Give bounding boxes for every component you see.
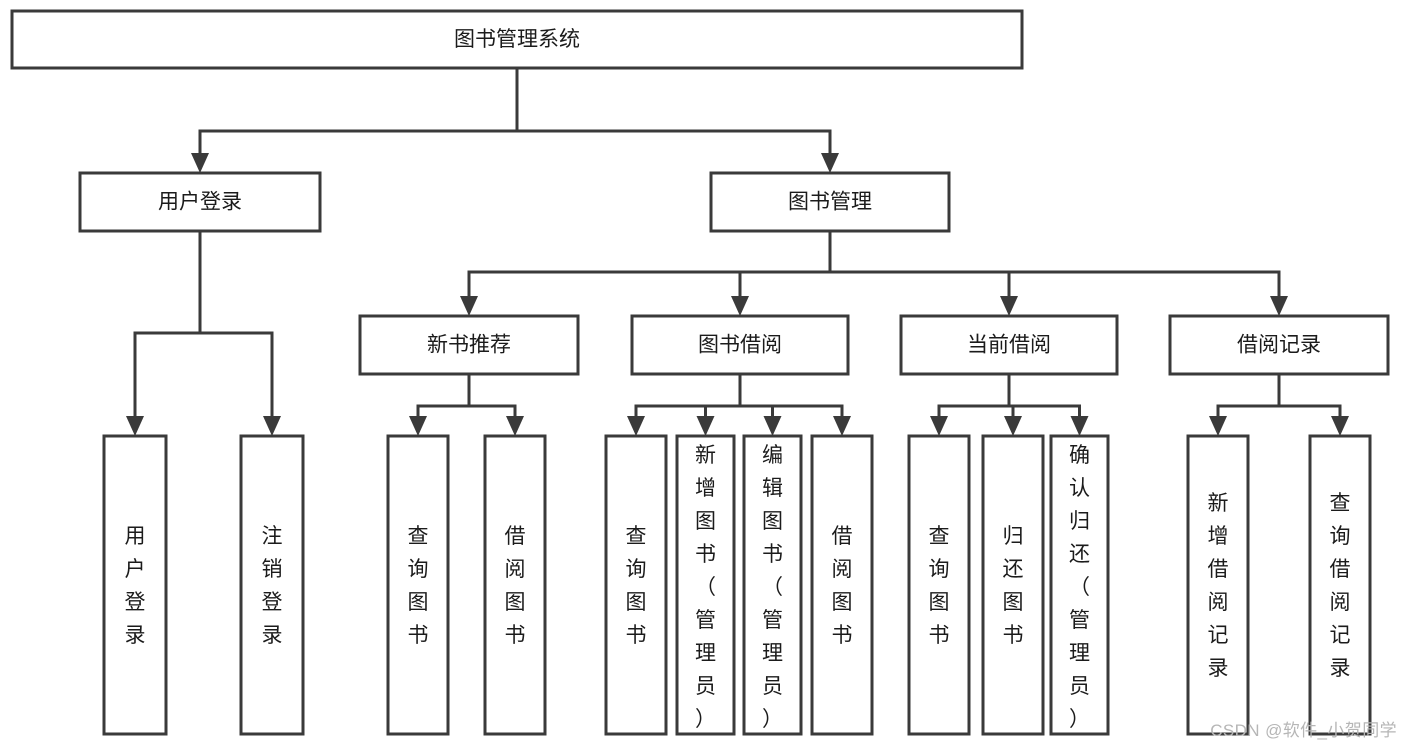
level3-1-branch-arrow-2 xyxy=(763,416,782,436)
node-level2-label: 用户登录 xyxy=(158,191,242,214)
node-leaf-label: 借阅图书 xyxy=(832,525,853,647)
node-leaf-7[interactable]: 借阅图书 xyxy=(810,434,874,736)
node-leaf-label: 用户登录 xyxy=(125,525,146,647)
level3-2-branch-arrow-2 xyxy=(1070,416,1089,436)
node-leaf-8[interactable]: 查询图书 xyxy=(907,434,971,736)
node-leaf-label: 归还图书 xyxy=(1003,525,1024,647)
node-leaf-3[interactable]: 借阅图书 xyxy=(483,434,547,736)
node-leaf-box[interactable] xyxy=(483,434,547,736)
node-leaf-9[interactable]: 归还图书 xyxy=(981,434,1045,736)
node-leaf-box[interactable] xyxy=(981,434,1045,736)
watermark-label: CSDN @软件_小贺同学 xyxy=(1210,721,1397,740)
level3-2-branch-arrow-1 xyxy=(1004,416,1022,436)
node-level3-box[interactable] xyxy=(899,314,1119,376)
root-branch-arrow-0 xyxy=(191,153,209,173)
node-leaf-label: 查询图书 xyxy=(408,525,429,647)
node-level3-box[interactable] xyxy=(630,314,850,376)
node-leaf-label: 查询图书 xyxy=(929,525,950,647)
node-level3-label: 新书推荐 xyxy=(427,334,511,357)
node-leaf-box[interactable] xyxy=(810,434,874,736)
node-leaf-11[interactable]: 新增借阅记录 xyxy=(1186,434,1250,736)
node-level3-box[interactable] xyxy=(1168,314,1390,376)
node-leaf-12[interactable]: 查询借阅记录 xyxy=(1308,434,1372,736)
level3-1-branch-arrow-0 xyxy=(627,416,645,436)
node-level3-1[interactable]: 图书借阅 xyxy=(630,314,850,376)
node-level2-box[interactable] xyxy=(78,171,322,233)
book-mgmt-branch-arrow-0 xyxy=(460,296,478,316)
book-mgmt-branch-arrow-2 xyxy=(1000,296,1018,316)
level3-2-branch-arrow-0 xyxy=(930,416,948,436)
level3-0-branch-arrow-1 xyxy=(506,416,524,436)
node-leaf-label: 借阅图书 xyxy=(505,525,526,647)
node-leaf-box[interactable] xyxy=(386,434,450,736)
node-leaf-label: 确认归还（管理员） xyxy=(1069,444,1090,731)
node-root[interactable]: 图书管理系统 xyxy=(10,9,1024,70)
node-leaf-box[interactable] xyxy=(239,434,305,736)
leaf-layer: 用户登录 注销登录 查询图书 借阅图书 查询图书 新增图书（管理员） 编辑图书（管理员） 借阅… xyxy=(102,434,1372,736)
node-level2-box[interactable] xyxy=(709,171,951,233)
node-leaf-box[interactable] xyxy=(742,434,803,736)
level3-3-branch-arrow-1 xyxy=(1331,416,1349,436)
node-leaf-label: 注销登录 xyxy=(262,525,283,647)
node-leaf-box[interactable] xyxy=(675,434,736,736)
level3-1-branch-arrow-3 xyxy=(833,416,851,436)
node-root-label: 图书管理系统 xyxy=(454,28,580,51)
node-leaf-4[interactable]: 查询图书 xyxy=(604,434,668,736)
level3-1-branch-arrow-1 xyxy=(696,416,715,436)
node-level3-box[interactable] xyxy=(358,314,580,376)
level2-layer: 用户登录 图书管理 xyxy=(78,171,951,233)
node-level3-label: 借阅记录 xyxy=(1237,334,1321,357)
node-leaf-label: 新增图书（管理员） xyxy=(695,444,716,731)
node-leaf-box[interactable] xyxy=(907,434,971,736)
node-leaf-box[interactable] xyxy=(604,434,668,736)
user-login-branch-arrow-0 xyxy=(126,416,144,436)
node-leaf-2[interactable]: 查询图书 xyxy=(386,434,450,736)
book-mgmt-branch-arrow-3 xyxy=(1270,296,1288,316)
node-level3-2[interactable]: 当前借阅 xyxy=(899,314,1119,376)
node-level2-1[interactable]: 图书管理 xyxy=(709,171,951,233)
node-leaf-label: 编辑图书（管理员） xyxy=(762,444,783,731)
level3-3-branch-arrow-0 xyxy=(1209,416,1227,436)
node-leaf-box[interactable] xyxy=(1049,434,1110,736)
node-level2-label: 图书管理 xyxy=(788,191,872,214)
node-leaf-box[interactable] xyxy=(1186,434,1250,736)
node-level3-label: 当前借阅 xyxy=(967,334,1051,357)
book-mgmt-branch-arrow-1 xyxy=(731,296,749,316)
node-leaf-label: 新增借阅记录 xyxy=(1208,492,1229,680)
node-leaf-1[interactable]: 注销登录 xyxy=(239,434,305,736)
node-level3-0[interactable]: 新书推荐 xyxy=(358,314,580,376)
level3-layer: 新书推荐 图书借阅 当前借阅 借阅记录 xyxy=(358,314,1390,376)
node-leaf-5[interactable]: 新增图书（管理员） xyxy=(675,434,736,736)
user-login-branch-arrow-1 xyxy=(263,416,281,436)
node-leaf-label: 查询图书 xyxy=(626,525,647,647)
node-leaf-6[interactable]: 编辑图书（管理员） xyxy=(742,434,803,736)
node-root-box[interactable] xyxy=(10,9,1024,70)
node-leaf-box[interactable] xyxy=(102,434,168,736)
node-level3-3[interactable]: 借阅记录 xyxy=(1168,314,1390,376)
node-level2-0[interactable]: 用户登录 xyxy=(78,171,322,233)
root-branch-arrow-1 xyxy=(821,153,839,173)
connector-layer xyxy=(126,66,1349,436)
node-level3-label: 图书借阅 xyxy=(698,334,782,357)
node-leaf-0[interactable]: 用户登录 xyxy=(102,434,168,736)
node-leaf-10[interactable]: 确认归还（管理员） xyxy=(1049,434,1110,736)
node-leaf-label: 查询借阅记录 xyxy=(1330,492,1351,680)
node-leaf-box[interactable] xyxy=(1308,434,1372,736)
level3-0-branch-arrow-0 xyxy=(409,416,427,436)
